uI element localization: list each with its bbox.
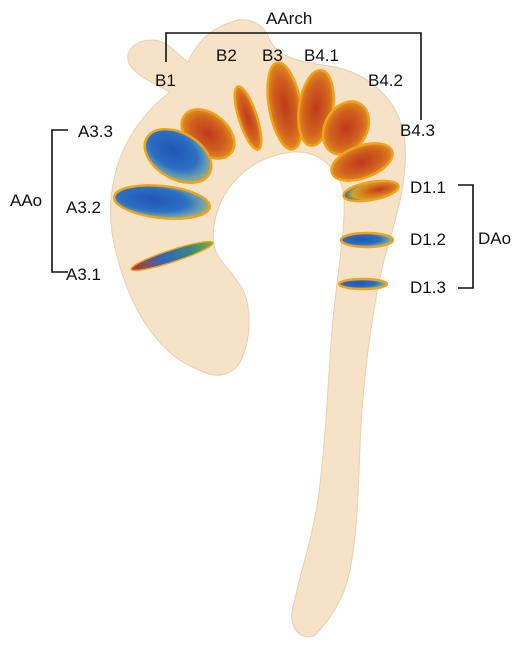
plane-label-b4-3: B4.3 [400, 121, 435, 140]
plane-label-b4-1: B4.1 [304, 46, 339, 65]
plane-label-d1-3: D1.3 [410, 278, 446, 297]
plane-label-b3: B3 [262, 46, 283, 65]
group-label-aao: AAo [10, 191, 42, 210]
plane-d1-2 [341, 233, 393, 247]
plane-label-a3-2: A3.2 [66, 198, 101, 217]
dao-bracket [458, 185, 473, 288]
plane-label-d1-2: D1.2 [410, 230, 446, 249]
plane-label-a3-1: A3.1 [66, 265, 101, 284]
plane-label-b1: B1 [155, 71, 176, 90]
group-label-dao: DAo [478, 229, 511, 248]
plane-label-b2: B2 [216, 46, 237, 65]
plane-label-b4-2: B4.2 [368, 71, 403, 90]
plane-d1-3 [339, 279, 387, 289]
plane-label-a3-3: A3.3 [78, 122, 113, 141]
plane-label-d1-1: D1.1 [410, 178, 446, 197]
group-label-aarch: AArch [266, 9, 312, 28]
